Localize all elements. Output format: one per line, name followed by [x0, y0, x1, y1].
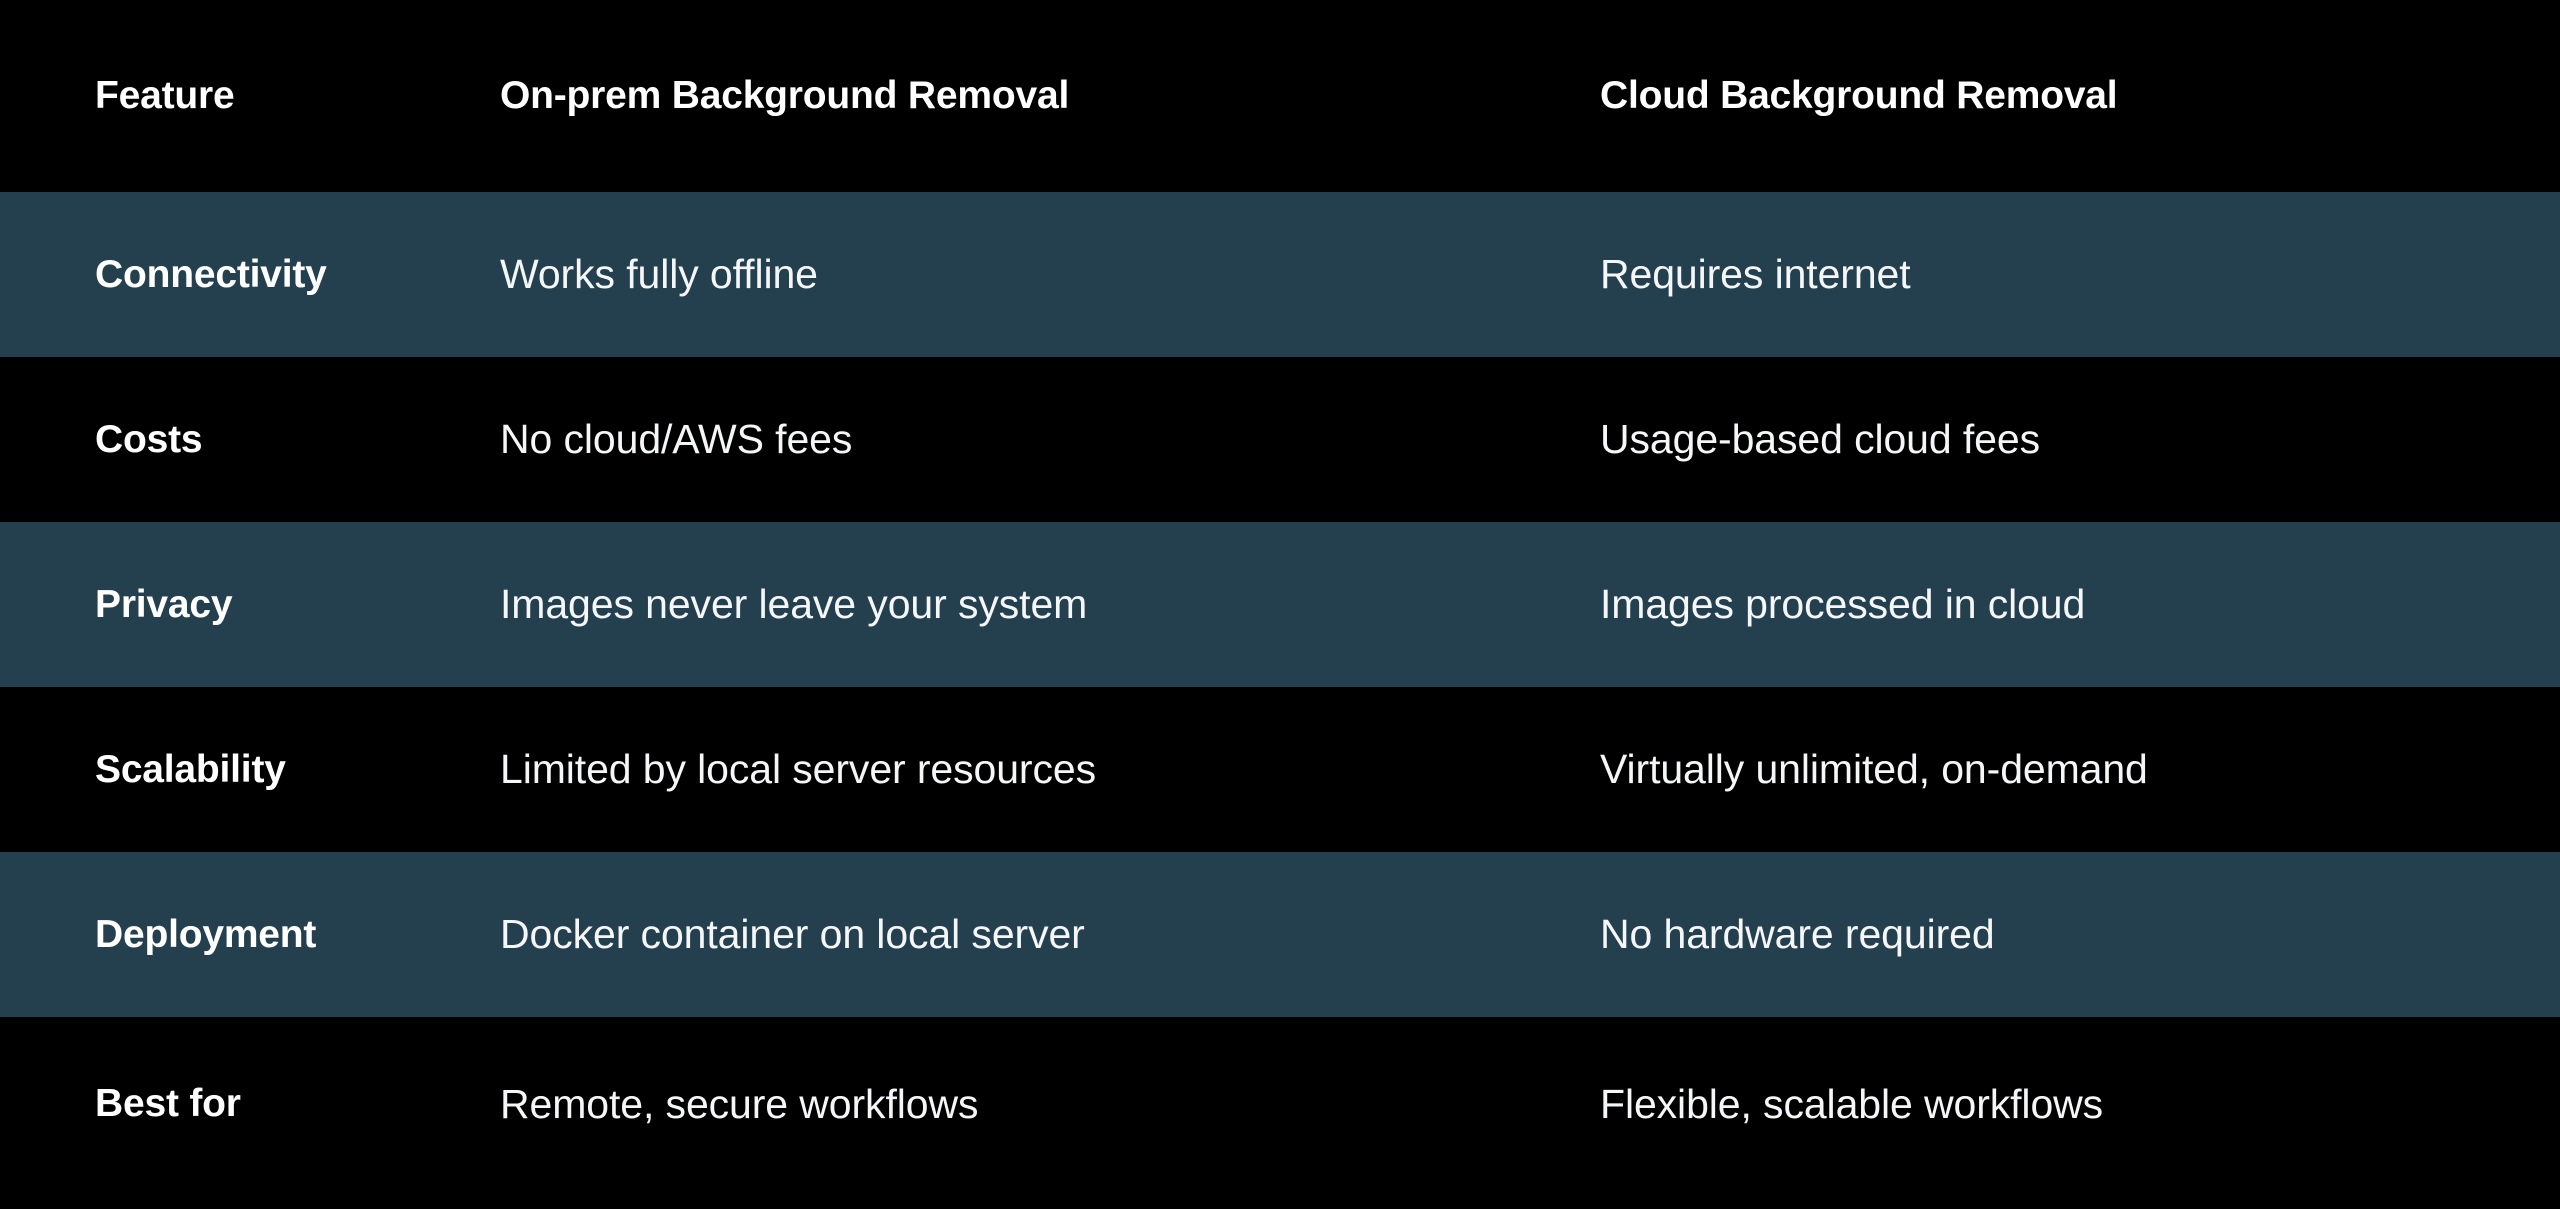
row-cloud-value: Images processed in cloud: [1600, 581, 2086, 627]
column-header-feature: Feature: [95, 74, 235, 117]
row-cloud-value: Virtually unlimited, on-demand: [1600, 746, 2148, 792]
column-header-cloud: Cloud Background Removal: [1600, 74, 2118, 117]
row-feature-label: Scalability: [95, 747, 286, 791]
row-onprem-value: No cloud/AWS fees: [500, 416, 853, 462]
row-cloud-value: Usage-based cloud fees: [1600, 416, 2040, 462]
row-feature-label: Best for: [95, 1082, 241, 1125]
table-row: Best for Remote, secure workflows Flexib…: [0, 1017, 2560, 1191]
row-onprem-value: Remote, secure workflows: [500, 1080, 979, 1127]
table-row: Costs No cloud/AWS fees Usage-based clou…: [0, 357, 2560, 522]
row-cloud-value: Flexible, scalable workflows: [1600, 1080, 2104, 1127]
row-feature-label: Privacy: [95, 582, 233, 626]
row-feature-label: Connectivity: [95, 252, 327, 296]
table-header-row: Feature On-prem Background Removal Cloud…: [0, 0, 2560, 192]
row-onprem-value: Limited by local server resources: [500, 746, 1096, 792]
table-row: Connectivity Works fully offline Require…: [0, 192, 2560, 357]
table-row: Privacy Images never leave your system I…: [0, 522, 2560, 687]
row-cloud-value: No hardware required: [1600, 911, 1995, 957]
row-onprem-value: Docker container on local server: [500, 911, 1085, 957]
row-onprem-value: Images never leave your system: [500, 581, 1088, 627]
row-onprem-value: Works fully offline: [500, 251, 818, 297]
column-header-onprem: On-prem Background Removal: [500, 74, 1070, 117]
table-row: Scalability Limited by local server reso…: [0, 687, 2560, 852]
row-cloud-value: Requires internet: [1600, 251, 1911, 297]
row-feature-label: Costs: [95, 417, 203, 461]
row-feature-label: Deployment: [95, 912, 317, 956]
table-row: Deployment Docker container on local ser…: [0, 852, 2560, 1017]
